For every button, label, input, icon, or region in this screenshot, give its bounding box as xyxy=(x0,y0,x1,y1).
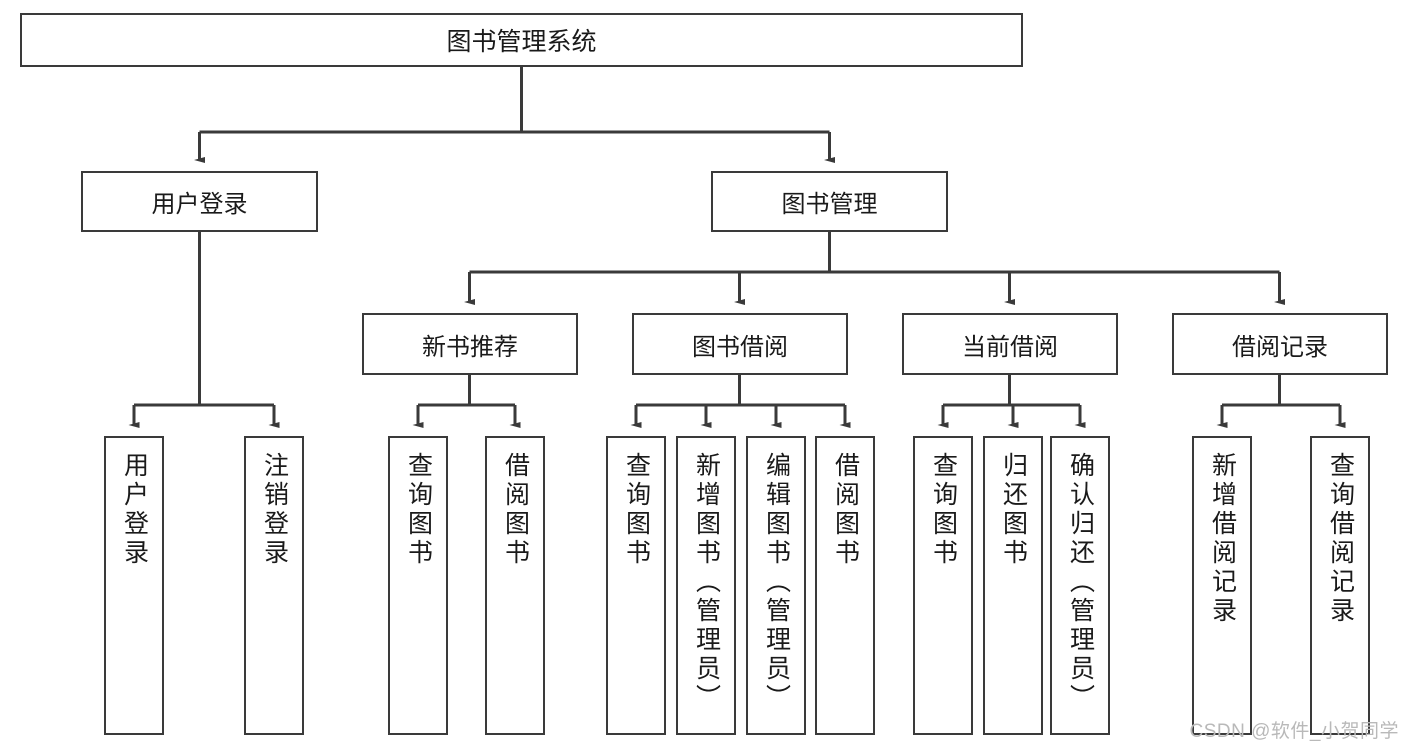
node-label: 借阅图书 xyxy=(831,452,860,568)
node-leaf-borrow-book-recommend[interactable]: 借阅图书 xyxy=(485,436,545,735)
connector-current-borrow-to-leaves xyxy=(937,375,1086,428)
node-leaf-user-logout[interactable]: 注销登录 xyxy=(244,436,304,735)
connector-user-login-to-leaves xyxy=(128,232,280,428)
connector-new-book-recommend-to-leaves xyxy=(412,375,521,428)
node-leaf-edit-book-admin[interactable]: 编辑图书（管理员） xyxy=(746,436,806,735)
node-label: 当前借阅 xyxy=(962,333,1058,361)
node-label: 查询借阅记录 xyxy=(1326,452,1355,626)
node-leaf-query-book-borrow[interactable]: 查询图书 xyxy=(606,436,666,735)
node-label: 查询图书 xyxy=(622,452,651,568)
node-label: 图书管理 xyxy=(781,191,878,218)
node-label: 用户登录 xyxy=(151,191,248,218)
node-root[interactable]: 图书管理系统 xyxy=(20,13,1023,67)
node-label: 注销登录 xyxy=(260,452,289,568)
node-book-borrow[interactable]: 图书借阅 xyxy=(632,313,848,375)
node-leaf-confirm-return-admin[interactable]: 确认归还（管理员） xyxy=(1050,436,1110,735)
node-leaf-add-book-admin[interactable]: 新增图书（管理员） xyxy=(676,436,736,735)
connector-book-manage-to-level3 xyxy=(464,232,1285,305)
node-leaf-query-book-current[interactable]: 查询图书 xyxy=(913,436,973,735)
watermark: CSDN @软件_小贺同学 xyxy=(1189,721,1399,742)
node-leaf-borrow-book[interactable]: 借阅图书 xyxy=(815,436,875,735)
connector-book-borrow-to-leaves xyxy=(630,375,851,428)
node-current-borrow[interactable]: 当前借阅 xyxy=(902,313,1118,375)
connector-borrow-record-to-leaves xyxy=(1216,375,1346,428)
node-new-book-recommend[interactable]: 新书推荐 xyxy=(362,313,578,375)
node-label: 借阅记录 xyxy=(1232,333,1328,361)
node-label: 图书借阅 xyxy=(692,333,788,361)
node-label: 用户登录 xyxy=(120,452,149,568)
node-leaf-return-book[interactable]: 归还图书 xyxy=(983,436,1043,735)
node-user-login[interactable]: 用户登录 xyxy=(81,171,318,232)
node-leaf-user-login[interactable]: 用户登录 xyxy=(104,436,164,735)
node-label: 编辑图书（管理员） xyxy=(762,452,791,713)
node-leaf-query-book-recommend[interactable]: 查询图书 xyxy=(388,436,448,735)
node-label: 新增借阅记录 xyxy=(1208,452,1237,626)
node-label: 确认归还（管理员） xyxy=(1066,452,1095,713)
node-label: 查询图书 xyxy=(404,452,433,568)
node-label: 图书管理系统 xyxy=(446,28,597,56)
connector-root-to-level2 xyxy=(194,67,835,163)
node-label: 新书推荐 xyxy=(422,333,518,361)
node-label: 借阅图书 xyxy=(501,452,530,568)
node-borrow-record[interactable]: 借阅记录 xyxy=(1172,313,1388,375)
node-label: 查询图书 xyxy=(929,452,958,568)
node-label: 新增图书（管理员） xyxy=(692,452,721,713)
node-leaf-query-borrow-record[interactable]: 查询借阅记录 xyxy=(1310,436,1370,735)
node-book-manage[interactable]: 图书管理 xyxy=(711,171,948,232)
node-label: 归还图书 xyxy=(999,452,1028,568)
node-leaf-add-borrow-record[interactable]: 新增借阅记录 xyxy=(1192,436,1252,735)
